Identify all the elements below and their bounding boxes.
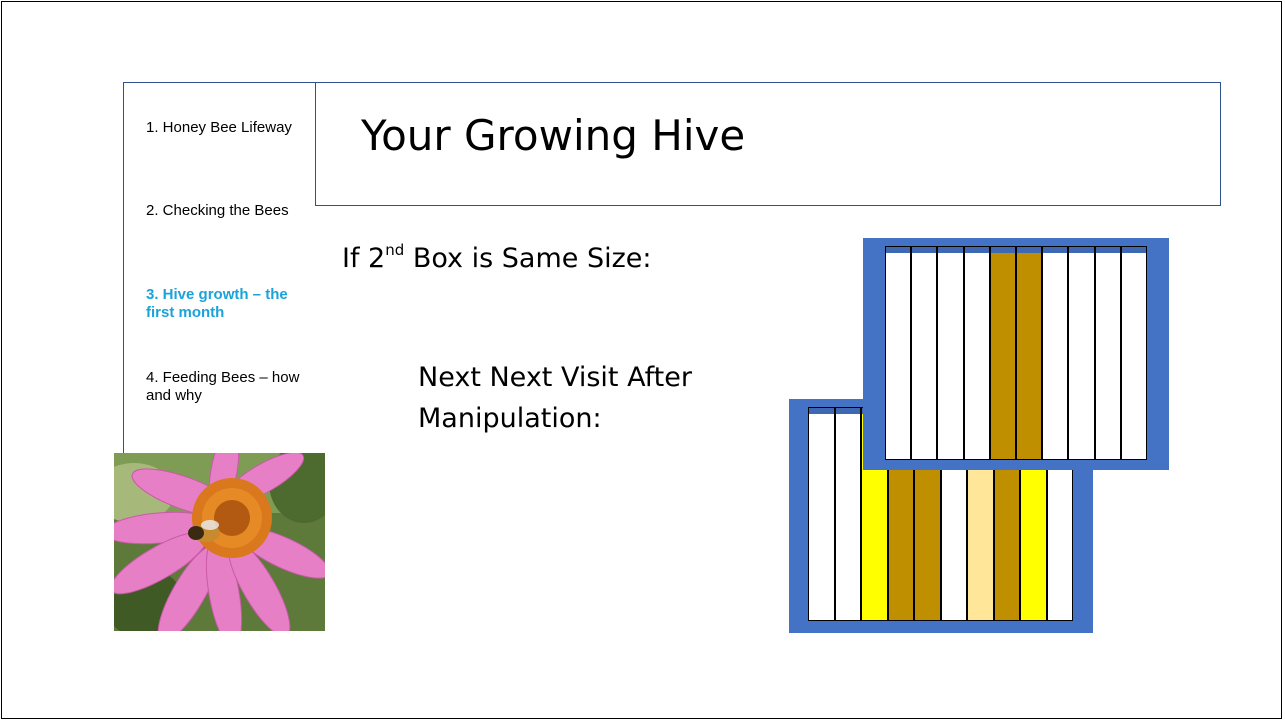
- nav-item-feeding-bees[interactable]: 4. Feeding Bees – how and why: [146, 369, 300, 404]
- title-box: Your Growing Hive: [315, 82, 1221, 206]
- subheading: If 2nd Box is Same Size:: [342, 241, 652, 274]
- frame-top-bar: [1017, 247, 1042, 253]
- nav-item-hive-growth[interactable]: 3. Hive growth – the first month: [146, 286, 288, 321]
- frame-top-bar: [809, 408, 834, 414]
- frame-top-bar: [835, 408, 860, 414]
- frame-top-bar: [1069, 247, 1094, 253]
- subheading-post: Box is Same Size:: [404, 243, 652, 274]
- hive-frame-white: [911, 246, 938, 460]
- nav-item-checking-the-bees[interactable]: 2. Checking the Bees: [146, 202, 289, 219]
- upper-hive-box: [863, 238, 1169, 470]
- frame-top-bar: [1121, 247, 1146, 253]
- frame-top-bar: [886, 247, 911, 253]
- hive-frame-white: [808, 407, 835, 621]
- hive-frame-white: [1120, 246, 1147, 460]
- hive-frame-brood: [989, 246, 1016, 460]
- frame-top-bar: [964, 247, 989, 253]
- subheading-pre: If 2: [342, 243, 386, 274]
- hive-frame-white: [1068, 246, 1095, 460]
- bee-on-coneflower-photo: [114, 453, 325, 631]
- frame-top-bar: [912, 247, 937, 253]
- nav-item-honey-bee-lifeway[interactable]: 1. Honey Bee Lifeway: [146, 119, 292, 136]
- hive-frame-white: [937, 246, 964, 460]
- hive-frame-white: [963, 246, 990, 460]
- hive-frame-white: [1042, 246, 1069, 460]
- subheading-superscript: nd: [385, 241, 405, 259]
- hive-frame-white: [1094, 246, 1121, 460]
- hive-frame-brood: [1016, 246, 1043, 460]
- frame-top-bar: [1095, 247, 1120, 253]
- frame-top-bar: [990, 247, 1015, 253]
- hive-frame-white: [885, 246, 912, 460]
- nav-panel: [123, 82, 316, 454]
- frame-top-bar: [1043, 247, 1068, 253]
- page-title: Your Growing Hive: [361, 111, 746, 160]
- frame-top-bar: [938, 247, 963, 253]
- visit-text: Next Next Visit After Manipulation:: [418, 362, 692, 434]
- hive-frame-white: [834, 407, 861, 621]
